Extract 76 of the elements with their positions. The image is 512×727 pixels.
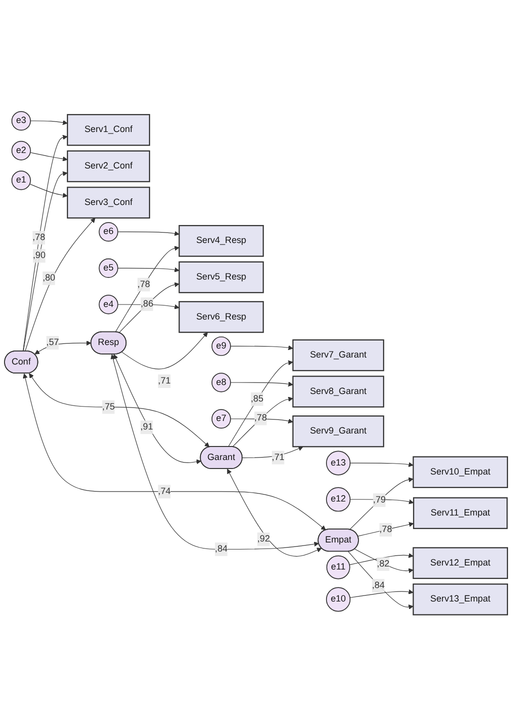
node-circle: e8 xyxy=(212,373,231,393)
edge-label: ,74 xyxy=(158,486,171,496)
arrow xyxy=(118,268,180,273)
arrow xyxy=(118,231,180,236)
node-circle: e11 xyxy=(326,556,350,580)
node-box: Serv1_Conf xyxy=(66,114,150,146)
arrow xyxy=(348,552,414,610)
arrow xyxy=(118,282,180,334)
edge-label: ,79 xyxy=(373,495,386,506)
node-box: Serv12_Empat xyxy=(412,548,508,580)
edge-label: ,71 xyxy=(272,452,284,462)
node-box: Serv6_Resp xyxy=(178,301,264,334)
edge-label: ,90 xyxy=(32,251,46,261)
node-box: Serv2_Conf xyxy=(66,150,150,183)
arrow xyxy=(227,469,322,557)
arrow xyxy=(110,354,320,550)
arrow xyxy=(34,340,92,355)
node-box: Serv13_Empat xyxy=(412,584,508,616)
node-circle: e7 xyxy=(212,409,231,429)
edge-label: ,57 xyxy=(46,338,59,348)
arrow xyxy=(230,382,294,387)
arrow xyxy=(350,462,414,468)
node-box: Serv11_Empat xyxy=(413,498,508,530)
arrow xyxy=(350,499,414,505)
node-circle: e2 xyxy=(11,141,31,161)
node-box: Serv8_Garant xyxy=(292,376,384,408)
arrow xyxy=(349,553,414,566)
arrow xyxy=(232,397,294,448)
arrow xyxy=(349,478,414,530)
arrow xyxy=(30,152,68,162)
node-box: Serv7_Garant xyxy=(292,340,384,372)
node-box: Serv4_Resp xyxy=(178,225,264,258)
node-box: Serv5_Resp xyxy=(178,262,264,294)
arrow xyxy=(115,246,180,333)
node-circle: e9 xyxy=(212,336,231,356)
edge-label: ,84 xyxy=(214,544,228,554)
arrow xyxy=(230,346,294,351)
arrow xyxy=(242,446,304,458)
edge-label: ,86 xyxy=(140,299,154,310)
edge-label: ,71 xyxy=(158,376,171,386)
node-circle: e5 xyxy=(98,258,118,278)
node-box: Serv10_Empat xyxy=(412,456,508,488)
arrow xyxy=(230,418,294,424)
edge-label: ,91 xyxy=(140,422,154,432)
node-circle: e3 xyxy=(11,111,31,131)
edge-label: ,78 xyxy=(137,280,150,290)
node-box: Serv3_Conf xyxy=(66,187,150,219)
arrow xyxy=(354,549,414,574)
node-circle: e4 xyxy=(98,295,118,315)
edge-label: ,84 xyxy=(372,580,385,591)
arrow xyxy=(22,135,68,352)
arrow xyxy=(28,374,210,448)
edge-label: ,78 xyxy=(254,414,267,424)
edge-label: ,78 xyxy=(379,525,392,535)
arrow xyxy=(23,172,68,352)
edge-label: ,75 xyxy=(102,402,115,412)
edge-label: ,85 xyxy=(250,394,264,404)
arrow xyxy=(228,360,294,448)
edge-label: ,82 xyxy=(376,559,390,569)
node-circle: e10 xyxy=(326,588,351,612)
node-circle: e6 xyxy=(98,222,118,242)
node-circle: e12 xyxy=(326,487,351,512)
edge-label: ,80 xyxy=(42,273,56,284)
arrow xyxy=(30,120,68,126)
arrow xyxy=(24,218,96,352)
arrow xyxy=(113,354,202,465)
node-box: Serv9_Garant xyxy=(292,416,384,448)
arrow xyxy=(358,522,414,537)
arrow xyxy=(122,332,208,370)
arrow xyxy=(350,590,414,598)
edge-label: ,78 xyxy=(32,232,46,243)
edge-label: ,92 xyxy=(257,534,270,544)
arrow xyxy=(118,304,180,310)
node-circle: e1 xyxy=(11,170,31,190)
arrow xyxy=(29,184,68,198)
node-circle: e13 xyxy=(326,451,351,476)
